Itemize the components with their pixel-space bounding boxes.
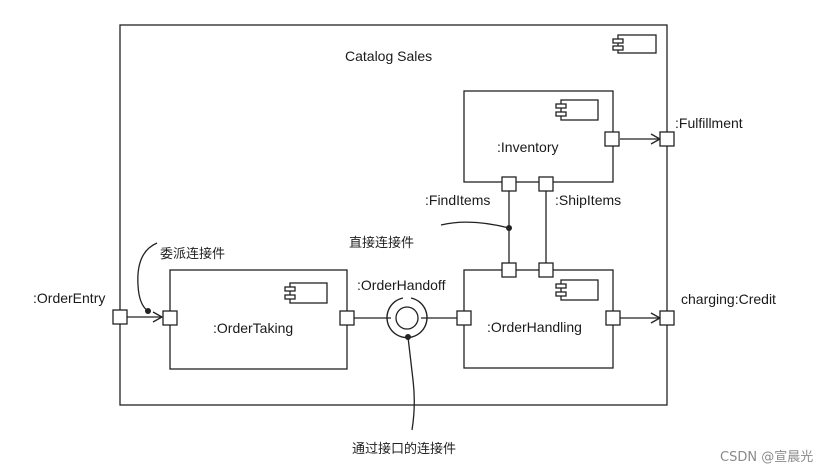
handling-ship-port (538, 262, 554, 278)
delegation-connector-leader (137, 242, 158, 312)
direct-connector-annotation: 直接连接件 (349, 236, 415, 251)
fulfillment-port-label: :Fulfillment (675, 115, 743, 131)
provided-interface-ball (395, 306, 419, 330)
order-handoff-label: :OrderHandoff (357, 277, 446, 293)
order-handling-port-in (456, 310, 472, 326)
credit-port (659, 310, 675, 326)
delegation-connector-annotation: 委派连接件 (160, 247, 226, 262)
component-icon (612, 34, 657, 54)
direct-connector-leader (440, 221, 510, 229)
find-items-port (501, 176, 517, 192)
credit-port-label: charging:Credit (681, 291, 776, 307)
order-taking-label: :OrderTaking (213, 320, 294, 336)
order-handling-label: :OrderHandling (487, 319, 582, 335)
handling-find-port (501, 262, 517, 278)
order-entry-port (112, 309, 128, 325)
ship-items-port-label: :ShipItems (555, 192, 622, 208)
order-handling-port-out (605, 310, 621, 326)
required-interface-socket (386, 297, 428, 339)
fulfillment-port-inner (604, 131, 620, 147)
order-taking-port-in (162, 310, 178, 326)
watermark: CSDN @宣晨光 (720, 450, 814, 465)
fulfillment-port (659, 131, 675, 147)
order-entry-port-label: :OrderEntry (33, 290, 106, 306)
component-icon (284, 282, 328, 304)
interface-connector-leader (407, 336, 415, 431)
ship-items-port (538, 176, 554, 192)
interface-connector-annotation: 通过接口的连接件 (352, 442, 457, 457)
inventory-label: :Inventory (497, 139, 559, 155)
order-taking-port-out (339, 310, 355, 326)
component-icon (555, 279, 599, 301)
catalog-sales-title: Catalog Sales (345, 48, 433, 64)
component-icon (555, 99, 599, 121)
find-items-port-label: :FindItems (425, 192, 491, 208)
